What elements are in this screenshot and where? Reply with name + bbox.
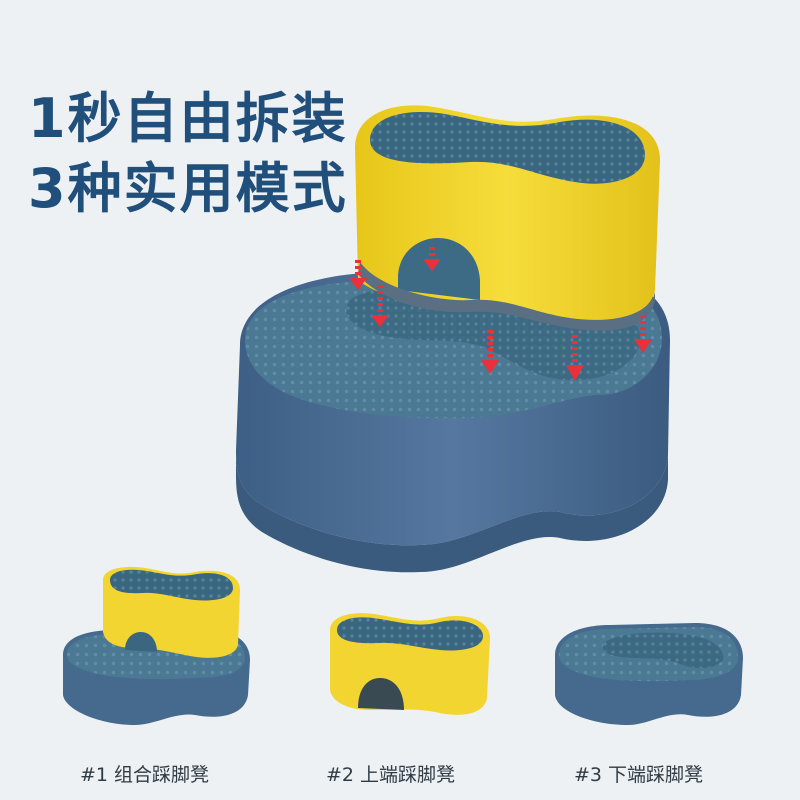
hero-stool-illustration bbox=[236, 105, 670, 573]
mode-2-top-stool-image bbox=[330, 613, 490, 715]
headline-line-2: 3种实用模式 bbox=[28, 157, 348, 220]
top-stool bbox=[355, 105, 660, 331]
mode-1-combined-stool-image bbox=[63, 566, 250, 725]
mode-3-bottom-stool-image bbox=[555, 623, 743, 725]
assembly-arrows bbox=[349, 247, 652, 381]
headline: 1秒自由拆装 3种实用模式 bbox=[28, 84, 348, 224]
mode-1-caption: #1 组合踩脚凳 bbox=[80, 764, 210, 786]
mode-3-caption: #3 下端踩脚凳 bbox=[574, 764, 704, 786]
headline-line-1: 1秒自由拆装 bbox=[28, 87, 348, 150]
mode-2-caption: #2 上端踩脚凳 bbox=[326, 764, 456, 786]
